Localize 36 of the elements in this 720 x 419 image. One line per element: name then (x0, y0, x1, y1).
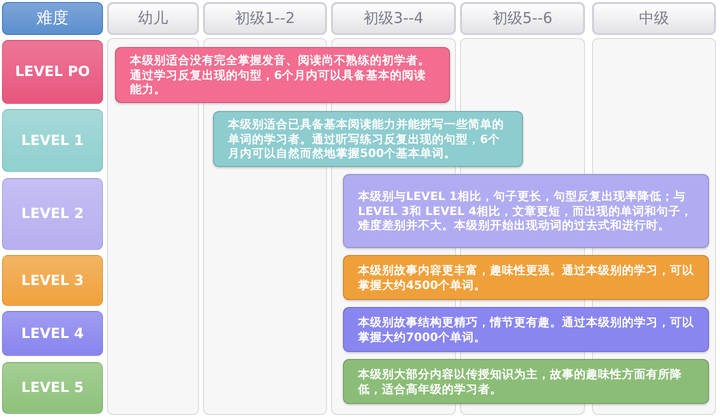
description-text: 本级别与LEVEL 1相比，句子更长，句型反复出现率降低；与 LEVEL 3和 LEVEL 4相比，文章更短，而出现的单词和句子，难度差别并不大。本级别开始出现动词的过去式和进行时。 (358, 188, 694, 234)
level-label (2, 178, 103, 250)
description-text: 本级别故事内容更丰富，趣味性更强。通过本级别的学习，可以掌握大约4500个单词。 (358, 262, 695, 292)
description-card (343, 255, 709, 300)
label-text: 初级1--2 (235, 9, 295, 28)
level-label (2, 109, 103, 172)
description-card (115, 47, 450, 103)
label-text: LEVEL 1 (21, 132, 84, 148)
description-card (343, 307, 709, 352)
column-header (331, 2, 456, 35)
column-header (107, 2, 199, 35)
level-label (2, 255, 103, 306)
label-text: LEVEL 4 (21, 326, 84, 342)
level-label (2, 362, 103, 414)
label-text: 初级5--6 (492, 9, 552, 28)
label-text: 幼儿 (138, 9, 168, 28)
label-text: LEVEL PO (15, 64, 90, 80)
level-label (2, 311, 103, 356)
column-header (592, 2, 716, 35)
label-text: LEVEL 3 (21, 272, 84, 288)
label-text: LEVEL 5 (21, 380, 84, 396)
description-text: 本级别适合没有完全掌握发音、阅读尚不熟练的初学者。通过学习反复出现的句型，6个月内可以具备基本的阅读能力。 (130, 52, 431, 98)
column-header (203, 2, 327, 35)
label-text: LEVEL 2 (21, 206, 84, 222)
label-text: 初级3--4 (364, 9, 424, 28)
level-label (2, 40, 103, 104)
header-label (2, 2, 103, 35)
description-card (213, 111, 523, 167)
label-text: 难度 (36, 8, 68, 29)
description-text: 本级别适合已具备基本阅读能力并能拼写一些简单的单词的学习者。通过听写练习反复出现的句型，6个月内可以自然而然地掌握500个基本单词。 (228, 116, 505, 162)
label-text: 中级 (639, 9, 669, 28)
description-card (343, 174, 709, 248)
column-header (460, 2, 585, 35)
description-card (343, 359, 709, 404)
description-text: 本级别大部分内容以传授知识为主，故事的趣味性方面有所降低，适合高年级的学习者。 (358, 366, 683, 396)
description-text: 本级别故事结构更精巧，情节更有趣。通过本级别的学习，可以掌握大约7000个单词。 (358, 314, 695, 344)
